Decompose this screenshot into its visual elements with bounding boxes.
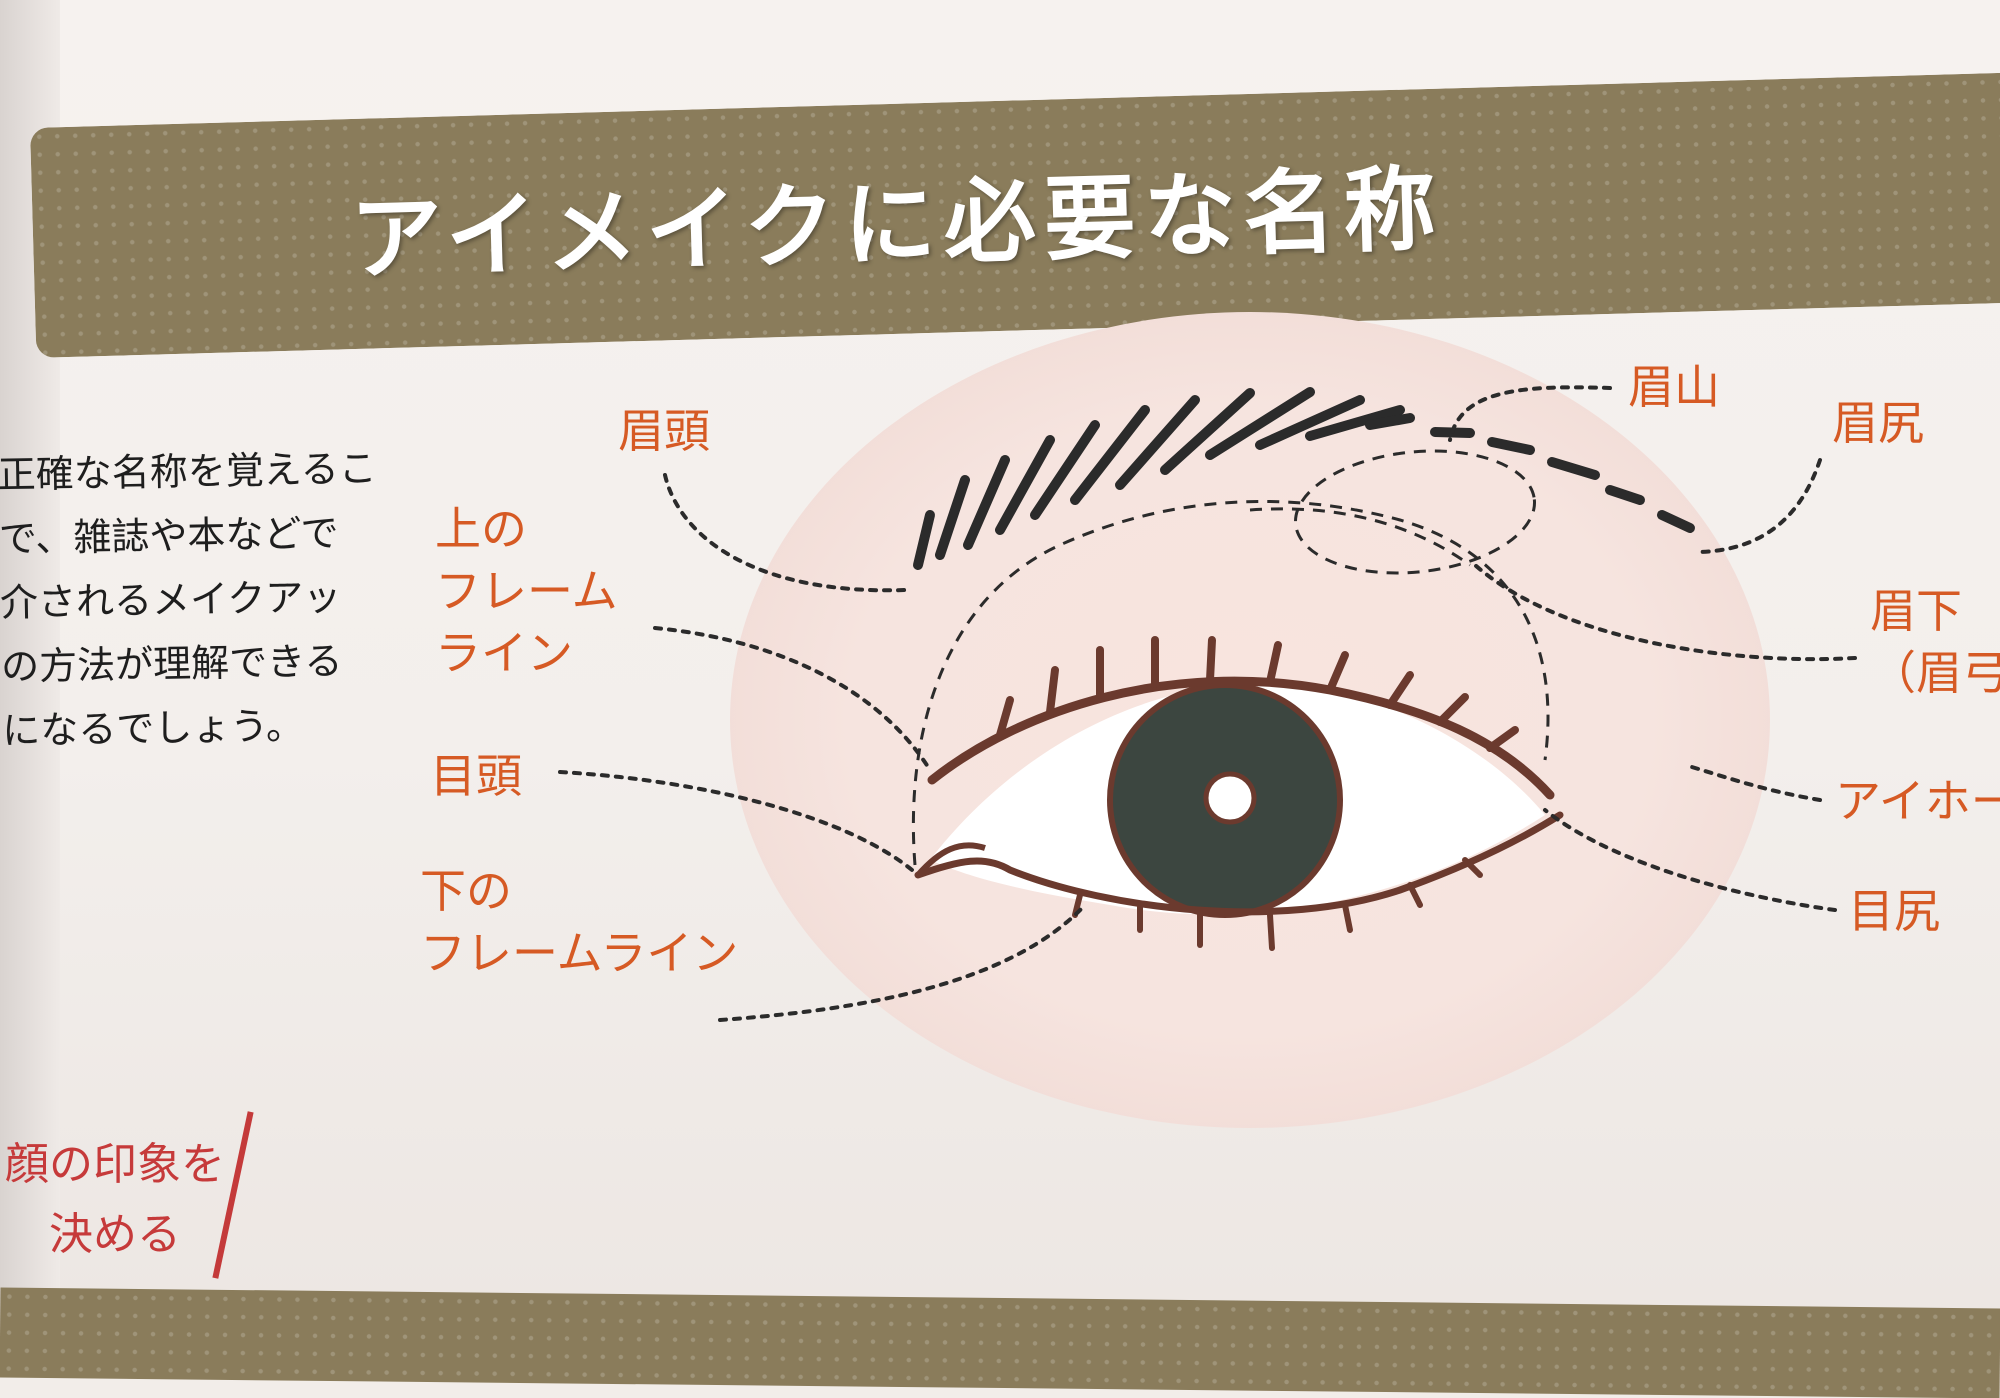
leader-eyehole: [1683, 763, 1822, 802]
leader-upper-frame: [653, 626, 932, 772]
label-mayugashira: 眉頭: [618, 404, 710, 458]
pupil-highlight: [1203, 771, 1257, 825]
side-note-line: 顔の印象を: [5, 1139, 225, 1190]
leader-lines: [558, 385, 1857, 1022]
label-line: フレーム: [435, 564, 618, 618]
upper-liner: [927, 676, 1555, 800]
leader-mayujiri: [1698, 458, 1822, 554]
eyebrow: [913, 387, 1695, 570]
side-note-line: 決める: [49, 1209, 181, 1260]
label-line: （眉弓: [1870, 646, 2000, 700]
lower-lashes: [1072, 857, 1483, 951]
leader-mayugashira: [663, 473, 907, 593]
leader-mayuyama: [1448, 385, 1612, 442]
leader-megashira: [558, 770, 920, 877]
side-note: 顔の印象を 決める: [0, 1130, 230, 1270]
upper-lashes: [996, 636, 1519, 752]
label-line: 下の: [420, 864, 512, 918]
label-eyehole: アイホー: [1835, 774, 2000, 828]
eye-diagram: [558, 312, 1857, 1128]
lower-liner: [914, 811, 1564, 916]
eyehole-guide: [911, 449, 1550, 866]
label-line: フレームライン: [420, 926, 739, 980]
label-mayuyama: 眉山: [1628, 360, 1720, 414]
label-mayushita: 眉下 （眉弓: [1870, 580, 2000, 704]
label-line: 眉下: [1870, 584, 1962, 638]
inner-corner: [915, 842, 986, 877]
eye: [914, 636, 1564, 951]
leader-mayushita: [1473, 563, 1857, 662]
label-mayujiri: 眉尻: [1832, 396, 1924, 450]
leader-lower-frame: [718, 903, 1087, 1022]
leader-mejiri: [1543, 808, 1837, 912]
label-line: 上の: [435, 502, 527, 556]
label-mejiri: 目尻: [1848, 884, 1940, 938]
label-line: ライン: [435, 626, 573, 680]
label-lower-frame-line: 下の フレームライン: [420, 860, 738, 984]
label-megashira: 目頭: [430, 749, 522, 803]
label-upper-frame-line: 上の フレーム ライン: [435, 498, 618, 684]
